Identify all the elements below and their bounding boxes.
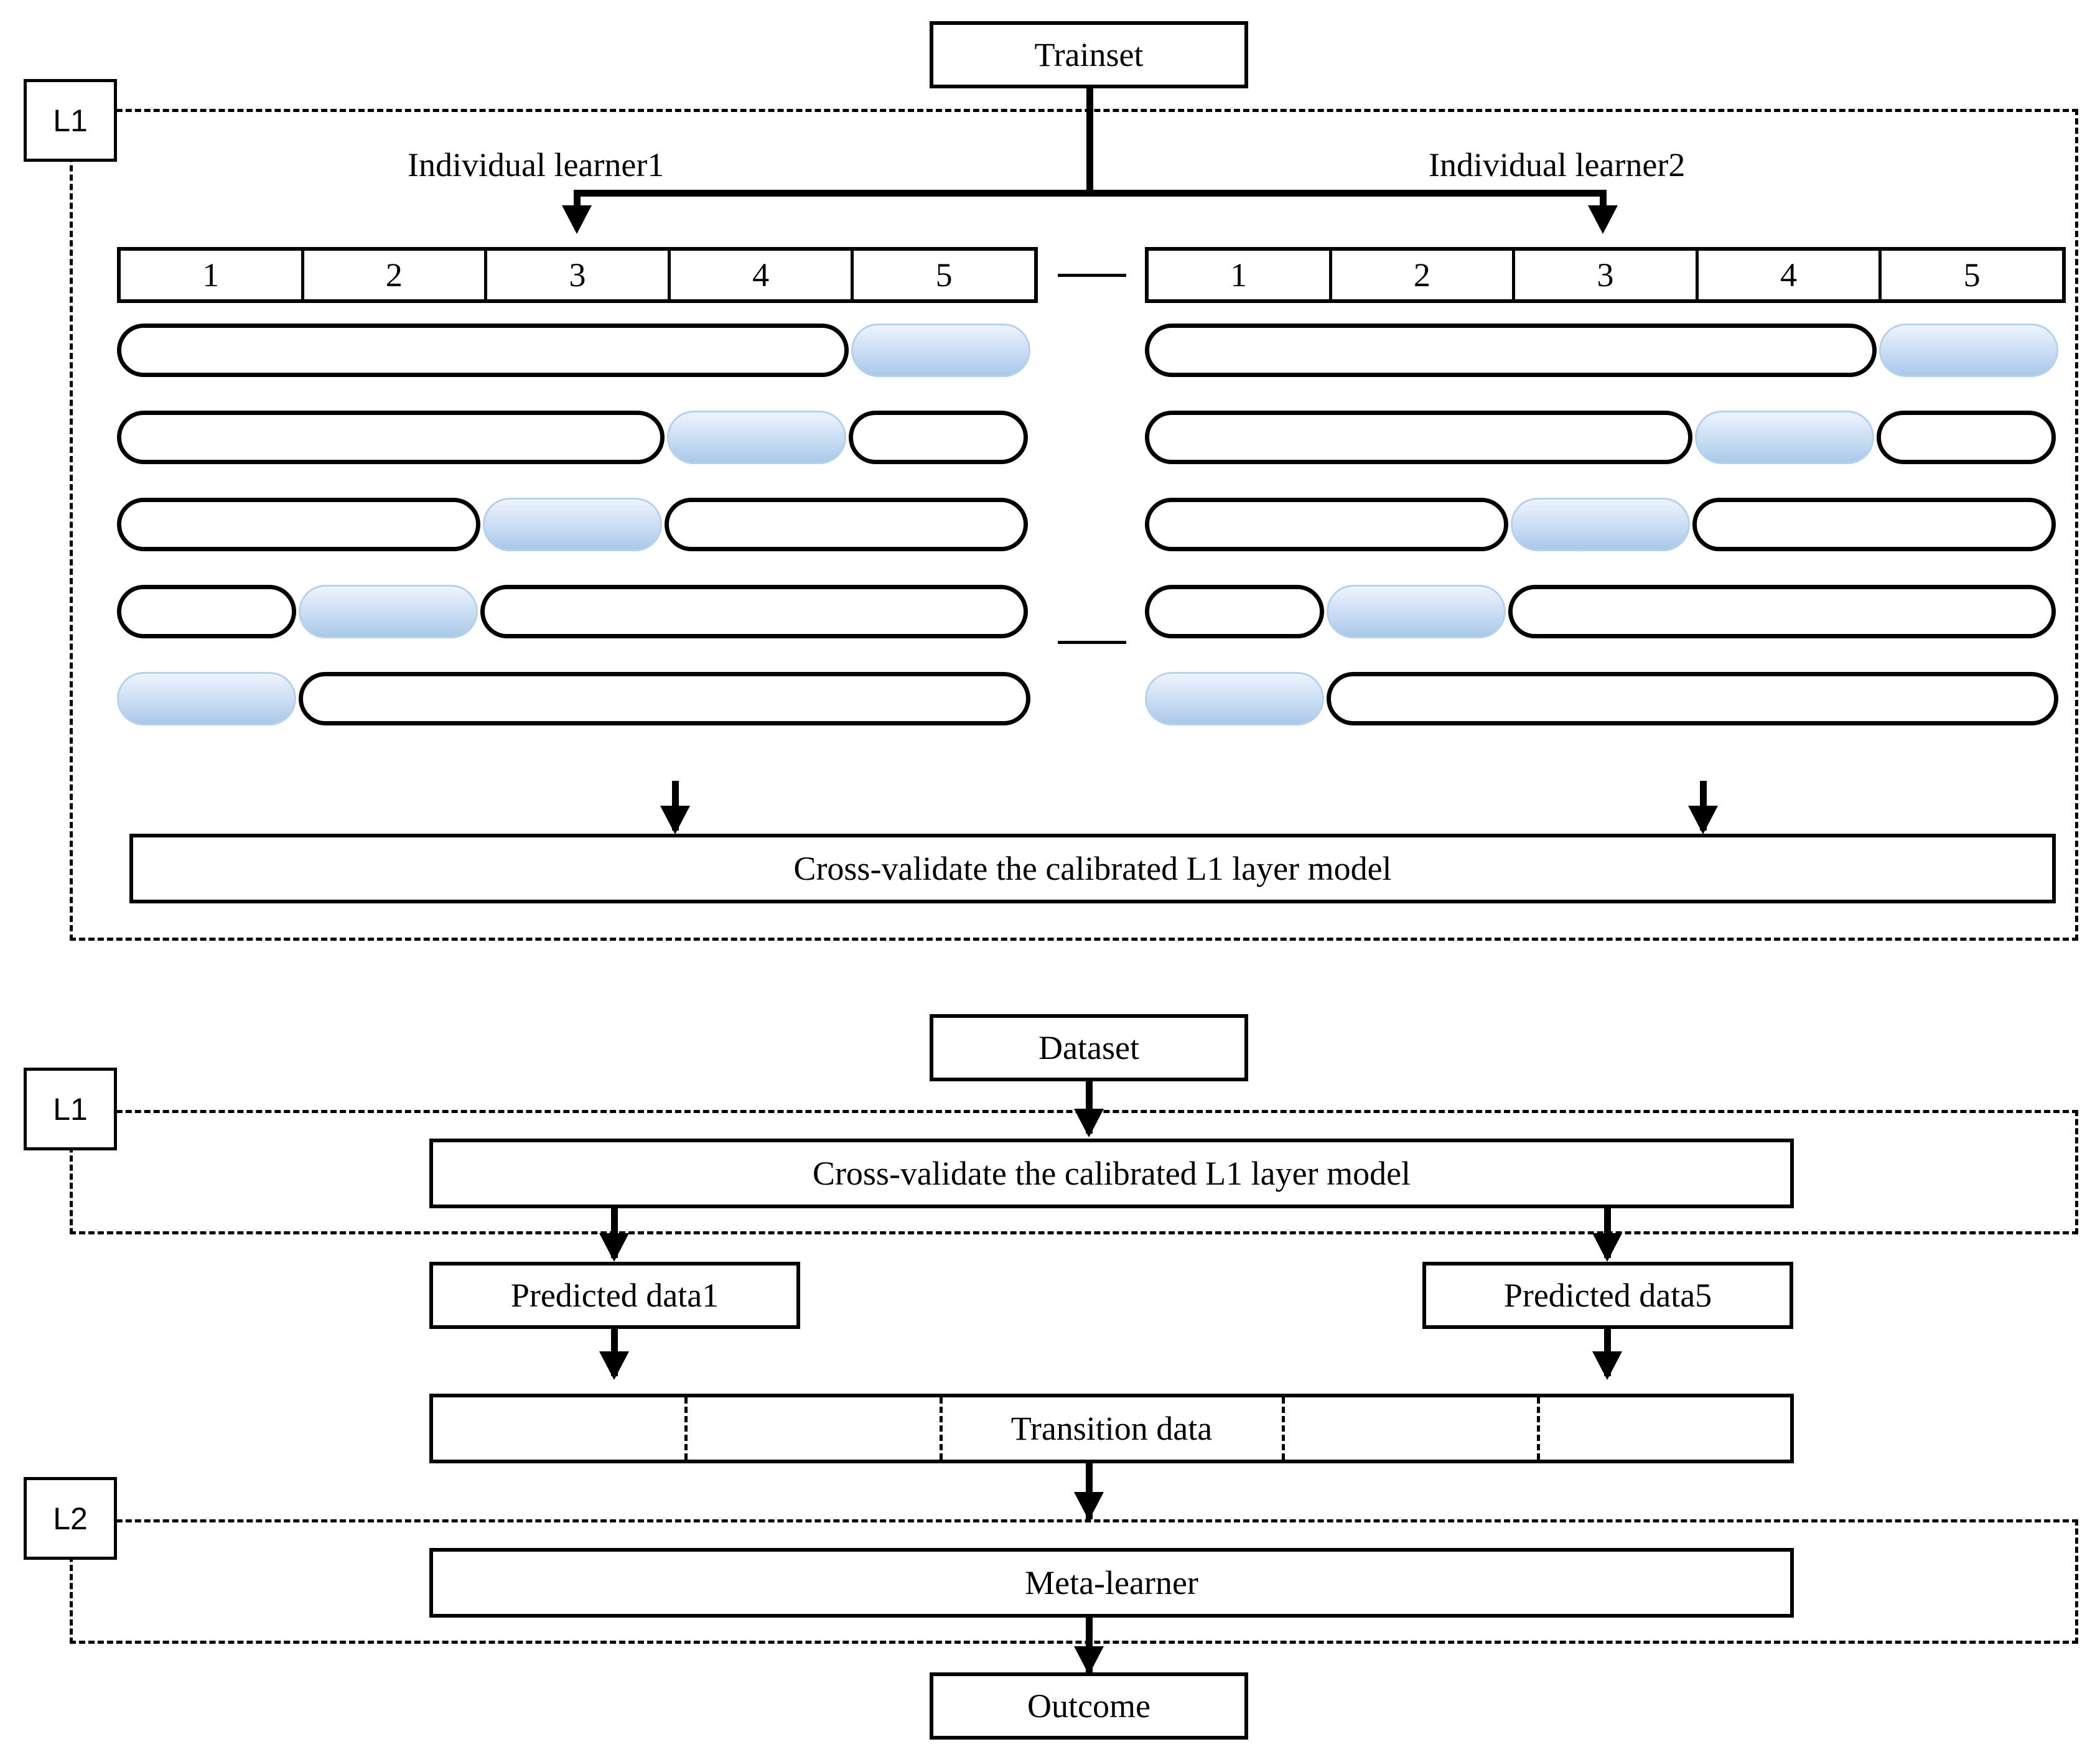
dataset-to-crossvalidate-arrowhead [1074, 1109, 1104, 1137]
fold-pill-row [117, 411, 1038, 464]
training-fold-pill [1327, 672, 2058, 725]
validation-fold-pill [483, 498, 662, 551]
training-fold-pill [117, 324, 849, 377]
l1-bottom-region [70, 1110, 2078, 1234]
training-fold-pill [480, 585, 1028, 638]
validation-fold-pill [299, 585, 478, 638]
fold-pill-row [1145, 411, 2066, 464]
validation-fold-pill [851, 324, 1030, 377]
fold-pill-row [117, 324, 1038, 377]
dataset-to-crossvalidate-line [1086, 1081, 1093, 1134]
learner1-label: Individual learner1 [408, 146, 665, 184]
crossvalidate-to-predicted5-arrowhead [1592, 1233, 1622, 1262]
crossvalidate-to-predicted1-arrowhead [599, 1233, 629, 1262]
transition-to-meta-line [1086, 1463, 1093, 1519]
training-fold-pill [1145, 324, 1877, 377]
learner2-to-crossvalidate-arrowhead [1688, 806, 1718, 834]
trainset-trunk-line [1086, 87, 1093, 194]
validation-fold-pill [1695, 411, 1874, 464]
fold-pill-row [117, 498, 1038, 551]
cross-validate-box-bottom: Cross-validate the calibrated L1 layer m… [429, 1139, 1794, 1208]
trainset-box: Trainset [930, 21, 1248, 88]
group-separator-top [1058, 274, 1126, 277]
predicted1-to-transition-arrowhead [599, 1351, 629, 1380]
validation-fold-pill [1327, 585, 1506, 638]
fold-pill-row [1145, 585, 2066, 638]
fold-cell: 5 [1963, 256, 1981, 294]
transition-divider [1282, 1397, 1285, 1460]
fold-cell: 2 [1332, 251, 1516, 299]
training-fold-pill [1692, 498, 2056, 551]
training-fold-pill [299, 672, 1030, 725]
group-separator-bottom [1058, 641, 1126, 644]
training-fold-pill [849, 411, 1028, 464]
transition-divider [940, 1397, 943, 1460]
learner1-fold-header: 1 2 3 4 5 [117, 247, 1038, 303]
predicted5-to-transition-arrowhead [1592, 1351, 1622, 1380]
fold-cell: 1 [121, 251, 304, 299]
validation-fold-pill [1145, 672, 1324, 725]
layer-tag-l2: L2 [24, 1477, 117, 1560]
fold-cell: 4 [1699, 251, 1882, 299]
validation-fold-pill [1879, 324, 2058, 377]
fold-cell: 5 [935, 256, 953, 294]
meta-to-outcome-line [1086, 1618, 1093, 1674]
learner2-branch-line [1600, 190, 1607, 218]
fold-cell: 2 [304, 251, 488, 299]
fold-pill-row [117, 672, 1038, 725]
learner2-label: Individual learner2 [1429, 146, 1686, 184]
learner1-branch-line [574, 190, 581, 218]
learner1-arrowhead [562, 205, 592, 234]
l2-region [70, 1519, 2078, 1644]
layer-tag-l1-bottom: L1 [24, 1068, 117, 1150]
fold-pill-row [1145, 498, 2066, 551]
fold-cell: 3 [487, 251, 671, 299]
training-fold-pill [1877, 411, 2056, 464]
fold-pill-row [1145, 324, 2066, 377]
trainset-split-line [574, 190, 1607, 197]
training-fold-pill [1145, 411, 1692, 464]
transition-to-meta-arrowhead [1074, 1492, 1104, 1521]
training-fold-pill [665, 498, 1028, 551]
fold-cell: 1 [1149, 251, 1332, 299]
validation-fold-pill [117, 672, 296, 725]
training-fold-pill [117, 585, 296, 638]
training-fold-pill [1145, 585, 1324, 638]
transition-divider [684, 1397, 688, 1460]
validation-fold-pill [667, 411, 846, 464]
training-fold-pill [117, 411, 665, 464]
learner2-arrowhead [1588, 205, 1618, 234]
fold-cell: 3 [1515, 251, 1699, 299]
transition-data-box: Transition data [429, 1394, 1794, 1463]
cross-validate-box-top: Cross-validate the calibrated L1 layer m… [129, 834, 2056, 903]
meta-learner-box: Meta-learner [429, 1548, 1794, 1618]
training-fold-pill [1508, 585, 2056, 638]
transition-divider [1537, 1397, 1540, 1460]
training-fold-pill [1145, 498, 1508, 551]
learner2-fold-header: 1 2 3 4 5 [1145, 247, 2066, 303]
fold-cell: 4 [671, 251, 854, 299]
dataset-box: Dataset [930, 1014, 1248, 1081]
predicted-data5-box: Predicted data5 [1422, 1262, 1793, 1329]
training-fold-pill [117, 498, 480, 551]
learner1-to-crossvalidate-arrowhead [660, 806, 690, 834]
outcome-box: Outcome [930, 1672, 1248, 1740]
fold-pill-row [1145, 672, 2066, 725]
l1-top-region [70, 109, 2078, 941]
validation-fold-pill [1511, 498, 1690, 551]
fold-pill-row [117, 585, 1038, 638]
predicted-data1-box: Predicted data1 [429, 1262, 800, 1329]
meta-to-outcome-arrowhead [1074, 1646, 1104, 1675]
layer-tag-l1-top: L1 [24, 79, 117, 162]
